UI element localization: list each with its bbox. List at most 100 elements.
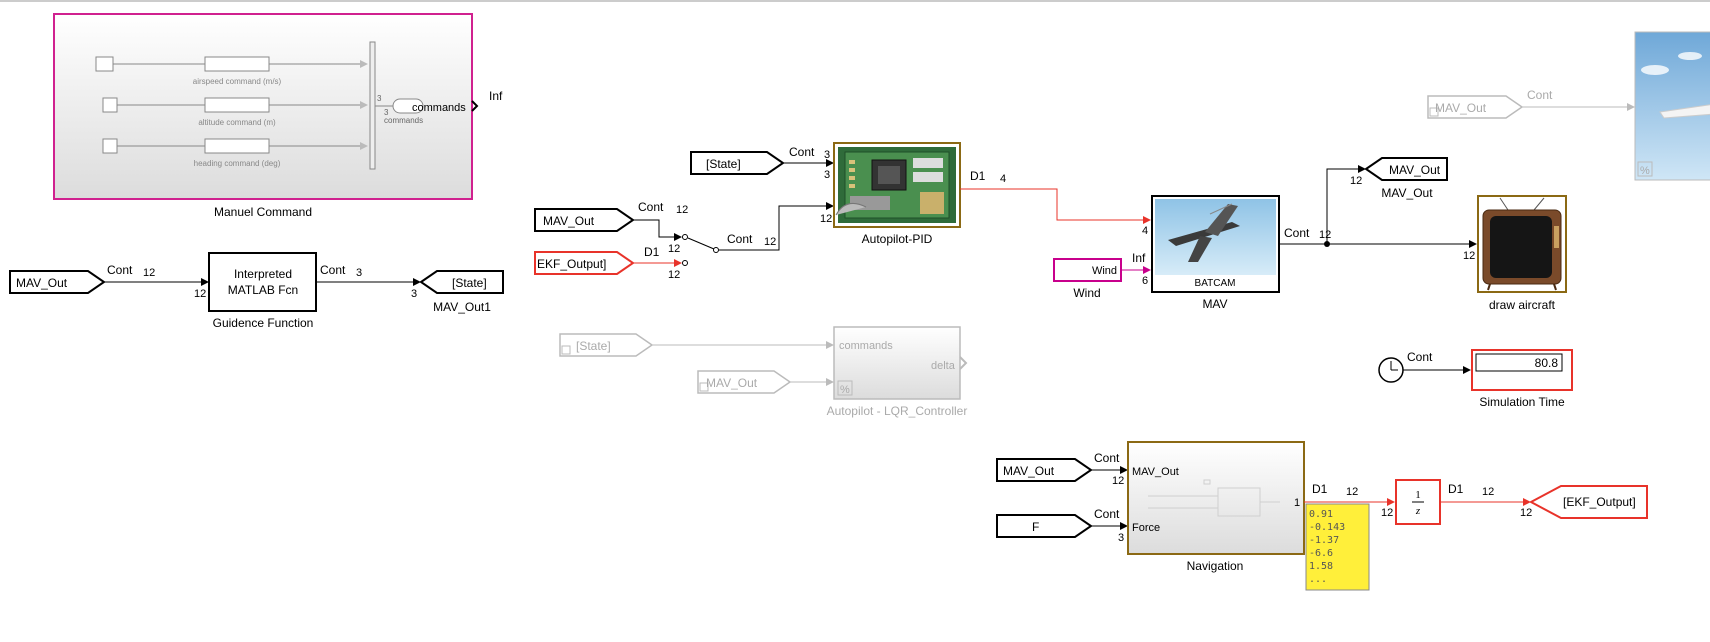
aircraft-icon [1168, 203, 1240, 262]
mav-block[interactable]: BATCAM [1151, 195, 1280, 293]
pid-state-rate: Cont [789, 145, 815, 159]
mav-out-rate: Cont [1284, 226, 1310, 240]
outport-commands-shape [392, 98, 424, 114]
switch-out-rate: Cont [727, 232, 753, 246]
signal-mav-to-switch[interactable] [633, 219, 682, 241]
nav-f-port-width: 3 [1118, 532, 1124, 544]
wind-constant-block[interactable]: Wind [1053, 258, 1122, 282]
svg-text:F: F [1032, 520, 1039, 534]
from-mav-out-topright[interactable]: MAV_Out [1427, 95, 1524, 119]
from-state-pid[interactable]: [State] [690, 151, 785, 175]
wind-caption: Wind [1073, 286, 1100, 300]
svg-text:delta: delta [931, 360, 956, 372]
outport-sublabel: commands [384, 116, 423, 125]
autopilot-lqr-block[interactable]: commands delta % [833, 326, 968, 400]
goto-state-caption: MAV_Out1 [433, 300, 491, 314]
from-mav-out-pid[interactable]: MAV_Out [534, 208, 635, 232]
command-row-airspeed: airspeed command (m/s) [95, 56, 368, 86]
signal-switch-to-pid[interactable] [719, 202, 834, 251]
nav-port-mav-label: MAV_Out [1132, 466, 1179, 478]
batcam-label: BATCAM [1195, 278, 1236, 289]
signal-mav-to-goto[interactable] [1326, 165, 1366, 244]
delay-out-rate: D1 [1448, 482, 1464, 496]
mav-out-width: 12 [1319, 229, 1331, 241]
svg-text:-0.143: -0.143 [1309, 522, 1345, 533]
svg-text:Interpreted: Interpreted [234, 267, 292, 281]
navigation-block[interactable]: MAV_Out Force 1 [1127, 441, 1305, 555]
goto-state-block[interactable]: [State] [419, 270, 504, 294]
outport-commands-label: commands [412, 102, 466, 114]
simulation-time-display[interactable]: 80.8 [1471, 349, 1573, 391]
airspeed-label: airspeed command (m/s) [193, 77, 282, 86]
draw-aircraft-block[interactable] [1477, 195, 1567, 293]
svg-text:1.58: 1.58 [1309, 561, 1333, 572]
pid-mav-rate: Cont [638, 200, 664, 214]
delay-numerator: 1 [1415, 489, 1421, 501]
pid-ekf-rate: D1 [644, 245, 660, 259]
draw-port-width: 12 [1463, 250, 1475, 262]
goto-mav-caption: MAV_Out [1381, 186, 1433, 200]
svg-text:-1.37: -1.37 [1309, 535, 1339, 546]
guidence-out-rate: Cont [320, 263, 346, 277]
svg-text:Wind: Wind [1092, 265, 1117, 277]
nav-display-block[interactable]: 0.91 -0.143 -1.37 -6.6 1.58 ... [1305, 503, 1370, 591]
from-mav-out-guidence[interactable]: MAV_Out [9, 270, 106, 294]
svg-text:MATLAB Fcn: MATLAB Fcn [228, 283, 298, 297]
goto-state-port-width: 3 [411, 288, 417, 300]
manual-command-caption: Manuel Command [214, 205, 312, 219]
delay-in-width: 12 [1381, 507, 1393, 519]
from-state-lqr[interactable]: [State] [559, 333, 654, 357]
guidence-in-width: 12 [143, 267, 155, 279]
svg-text:MAV_Out: MAV_Out [706, 376, 758, 390]
manual-command-rate: Inf [489, 89, 503, 103]
guidence-out-width: 3 [356, 267, 362, 279]
delay-denominator: z [1415, 505, 1421, 517]
autopilot-pid-block[interactable] [833, 142, 961, 228]
goto-ekf-port-width: 12 [1520, 507, 1532, 519]
simulation-time-value: 80.8 [1535, 356, 1559, 370]
nav-f-rate: Cont [1094, 507, 1120, 521]
nav-out-rate: D1 [1312, 482, 1328, 496]
command-row-heading: heading command (deg) [102, 138, 368, 168]
switch-in-width-2: 12 [668, 269, 680, 281]
unit-delay-block[interactable]: 1 z [1395, 479, 1441, 525]
svg-text:[EKF_Output]: [EKF_Output] [1563, 495, 1636, 509]
svg-text:MAV_Out: MAV_Out [16, 276, 68, 290]
svg-text:%: % [840, 384, 850, 396]
wind-port-width: 6 [1142, 275, 1148, 287]
interpreted-matlab-fcn-block[interactable]: Interpreted MATLAB Fcn [208, 252, 317, 312]
from-f-nav[interactable]: F [996, 514, 1093, 538]
topright-rate: Cont [1527, 88, 1553, 102]
command-row-altitude: altitude command (m) [102, 97, 368, 127]
heading-label: heading command (deg) [194, 159, 281, 168]
pid-state-width: 3 [824, 149, 830, 161]
svg-text:commands: commands [839, 340, 893, 352]
mux-bar [369, 41, 376, 170]
goto-mav-out-block[interactable]: MAV_Out [1364, 157, 1448, 181]
goto-mav-port-width: 12 [1350, 175, 1362, 187]
delay-out-width: 12 [1482, 486, 1494, 498]
autopilot-lqr-caption: Autopilot - LQR_Controller [827, 404, 968, 418]
from-ekf-output-pid[interactable]: EKF_Output] [534, 251, 635, 275]
svg-text:[State]: [State] [706, 157, 741, 171]
from-mav-out-lqr[interactable]: MAV_Out [697, 370, 792, 394]
pid-mav-width: 12 [676, 204, 688, 216]
altitude-label: altitude command (m) [198, 118, 276, 127]
manual-switch-block[interactable] [682, 234, 719, 266]
nav-internal-sketch [1148, 479, 1280, 517]
switch-out-width: 12 [764, 236, 776, 248]
subsystem-output-port[interactable] [471, 100, 479, 112]
from-mav-out-nav[interactable]: MAV_Out [996, 458, 1093, 482]
switch-in-width-1: 12 [668, 243, 680, 255]
autopilot-pid-caption: Autopilot-PID [862, 232, 933, 246]
flight-visualization-block[interactable]: % [1634, 31, 1710, 181]
goto-ekf-output-block[interactable]: [EKF_Output] [1528, 485, 1648, 519]
mav-in-port-width: 4 [1142, 225, 1148, 237]
manual-command-subsystem[interactable]: airspeed command (m/s) altitude command … [53, 13, 503, 219]
nav-mav-port-width: 12 [1112, 475, 1124, 487]
nav-out-width: 12 [1346, 486, 1358, 498]
nav-port-force-label: Force [1132, 522, 1160, 534]
svg-text:[State]: [State] [576, 339, 611, 353]
clock-icon[interactable] [1378, 357, 1404, 383]
signal-pid-to-mav[interactable] [960, 188, 1151, 224]
